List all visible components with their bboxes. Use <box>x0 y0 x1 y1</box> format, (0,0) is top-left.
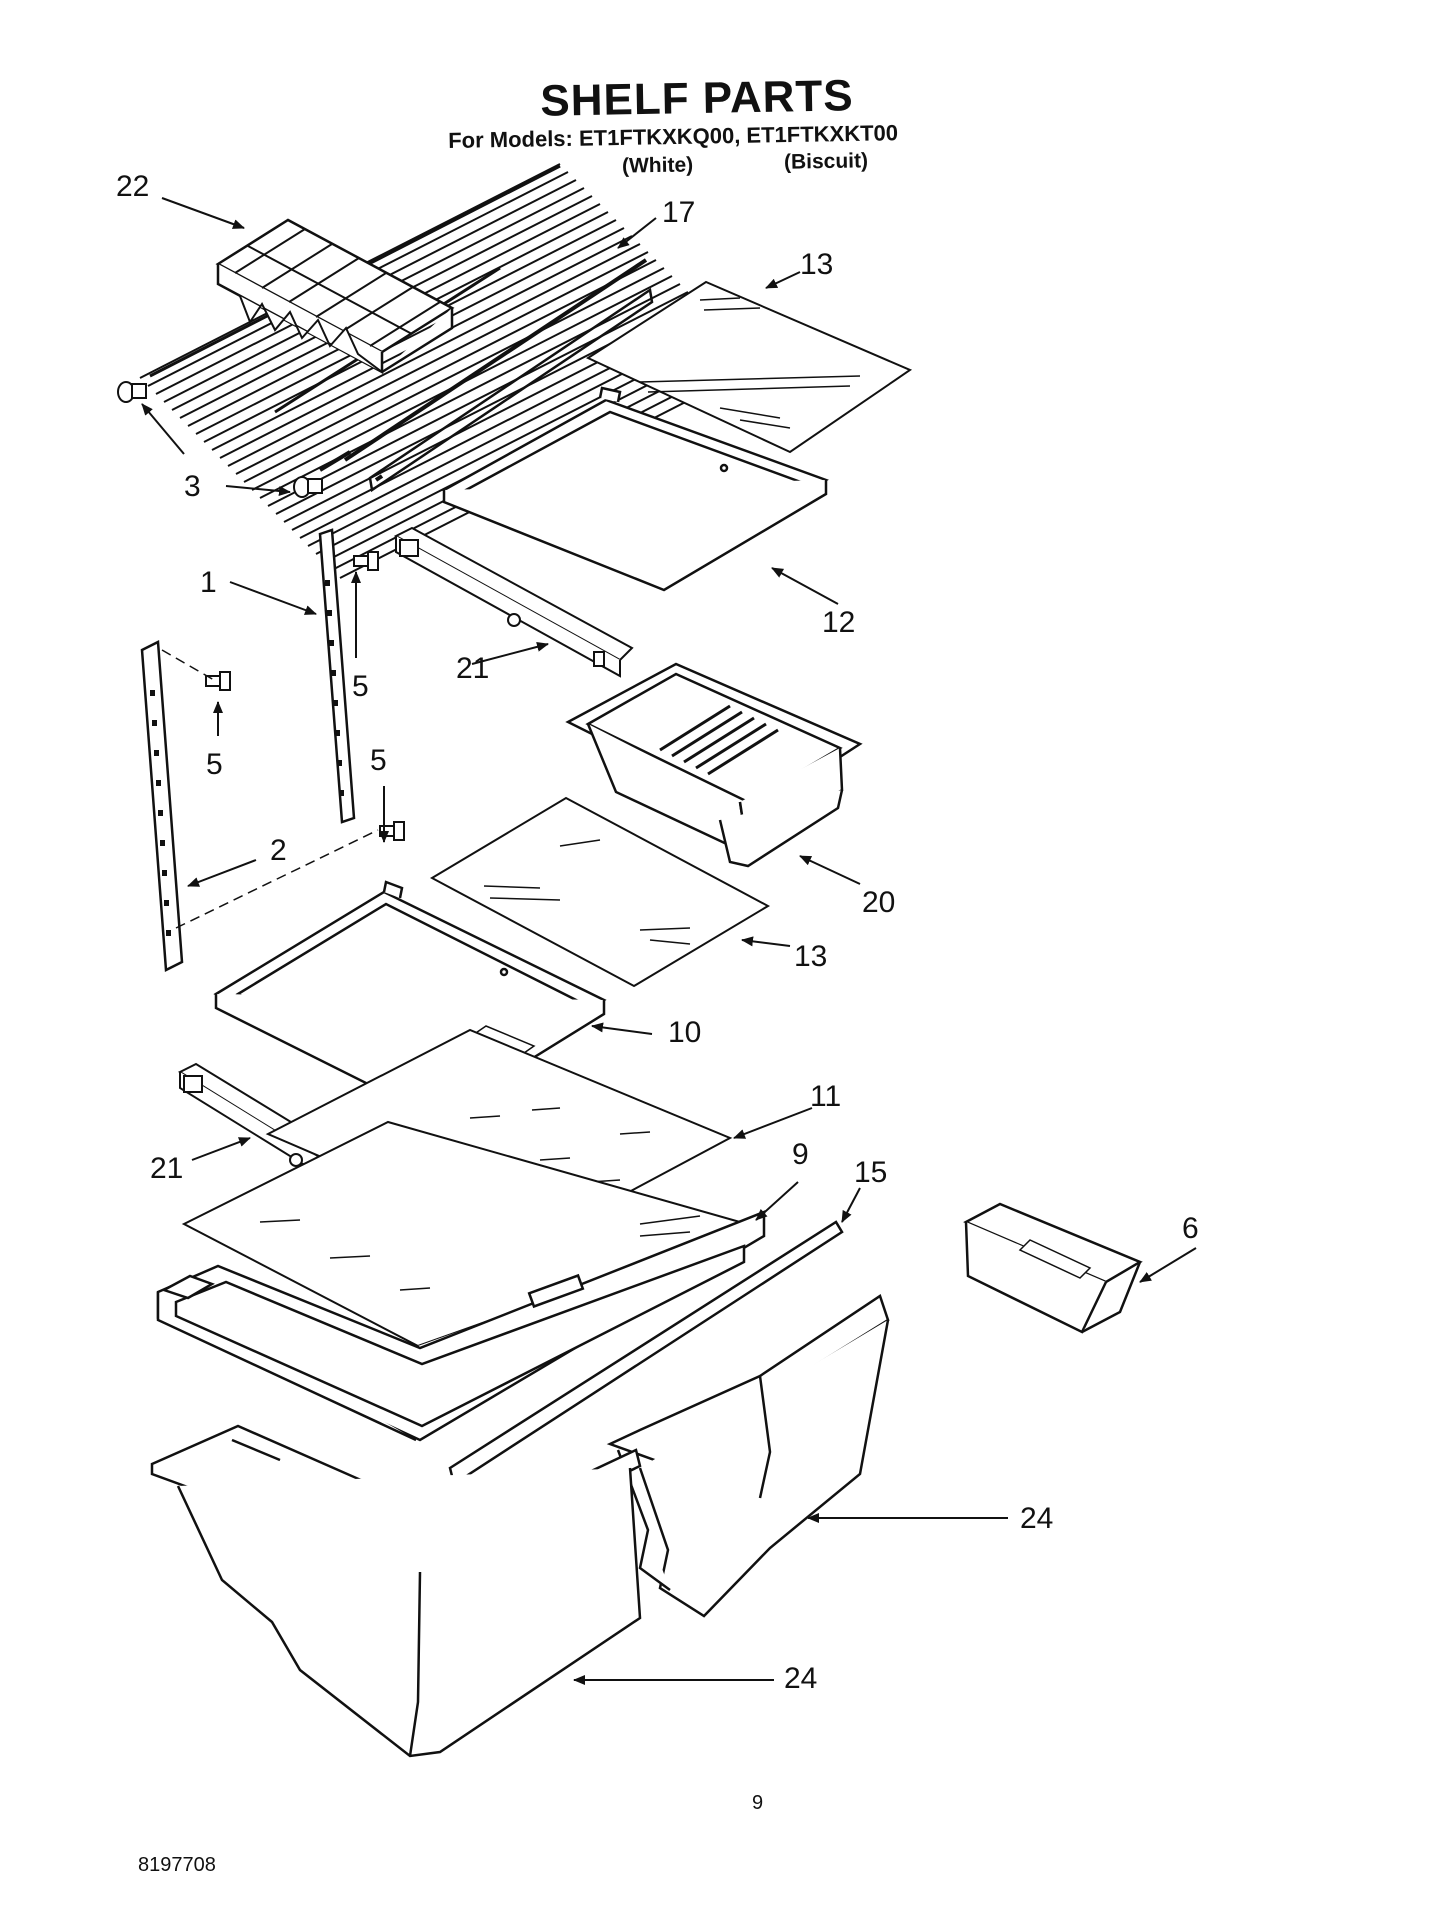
callout-15: 15 <box>854 1156 888 1189</box>
glass-shelf-middle <box>432 798 768 986</box>
callout-12: 12 <box>822 606 856 639</box>
door-bin <box>966 1204 1140 1332</box>
shelf-bracket-upper <box>396 528 632 676</box>
shelf-rail-right <box>320 530 354 822</box>
callout-17: 17 <box>662 196 696 229</box>
rail-screws <box>206 552 404 840</box>
leader-arrows <box>142 198 1196 1685</box>
callout-20: 20 <box>862 886 896 919</box>
callout-2: 2 <box>270 834 287 867</box>
callout-21-upper: 21 <box>456 652 490 685</box>
callout-5-left: 5 <box>206 748 223 781</box>
alignment-lines <box>162 650 378 928</box>
page-number: 9 <box>752 1792 764 1814</box>
deli-drawer <box>568 664 860 866</box>
callout-24-left: 24 <box>784 1662 818 1695</box>
shelf-rail-left <box>142 642 182 970</box>
ice-cube-tray <box>218 220 452 372</box>
callout-5-right: 5 <box>352 670 369 703</box>
glass-shelf-upper <box>588 282 910 452</box>
callout-9: 9 <box>792 1138 809 1171</box>
shelf-stud-lower <box>294 477 322 497</box>
crisper-drawer-left <box>152 1426 640 1756</box>
crisper-cover-frame <box>158 1212 764 1440</box>
callout-6: 6 <box>1182 1212 1199 1245</box>
callout-22: 22 <box>116 170 150 203</box>
callout-24-right: 24 <box>1020 1502 1054 1535</box>
document-number: 8197708 <box>138 1854 216 1876</box>
callout-21-lower: 21 <box>150 1152 184 1185</box>
callout-5-lower: 5 <box>370 744 387 777</box>
callout-13-middle: 13 <box>794 940 828 973</box>
callout-11: 11 <box>810 1080 842 1113</box>
shelf-stud-upper <box>118 382 146 402</box>
callout-13-upper: 13 <box>800 248 834 281</box>
callout-10: 10 <box>668 1016 702 1049</box>
callout-3: 3 <box>184 470 201 503</box>
callout-1: 1 <box>200 566 217 599</box>
shelf-frame-upper <box>444 388 826 590</box>
